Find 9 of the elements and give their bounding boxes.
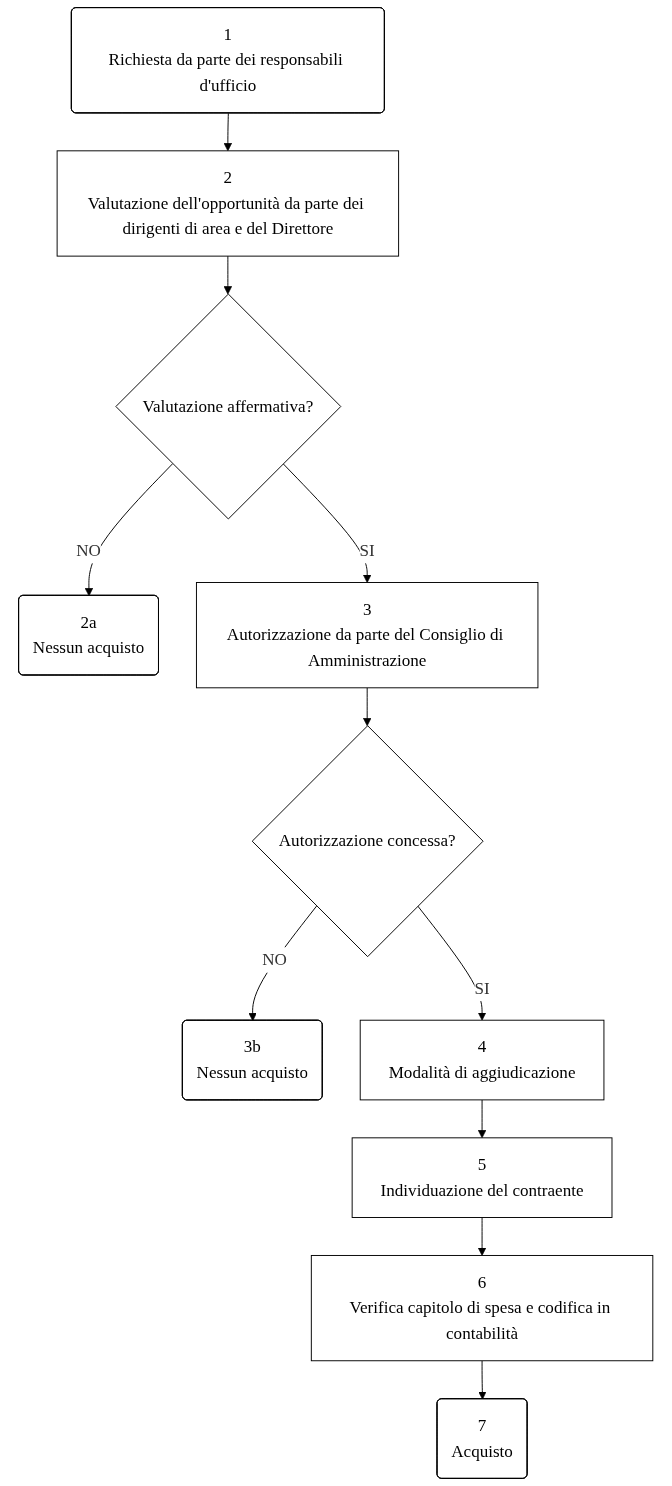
edge-label: NO [76, 540, 102, 560]
edge-label: SI [474, 978, 490, 998]
node-box: 3 Autorizzazione da parte del Consiglio di Amministrazione [196, 582, 539, 689]
node-box: 6 Verifica capitolo di spesa e codifica in contabilità [311, 1255, 654, 1362]
node-diamond: Valutazione affermativa? [115, 293, 342, 520]
node-box: 4 Modalità di aggiudicazione [360, 1019, 605, 1101]
edge-label: SI [359, 540, 376, 560]
node-box: 5 Individuazione del contraente [351, 1137, 613, 1218]
node-box: 2 Valutazione dell'opportunità da parte dei dirigenti di area e del Direttore [56, 150, 400, 257]
